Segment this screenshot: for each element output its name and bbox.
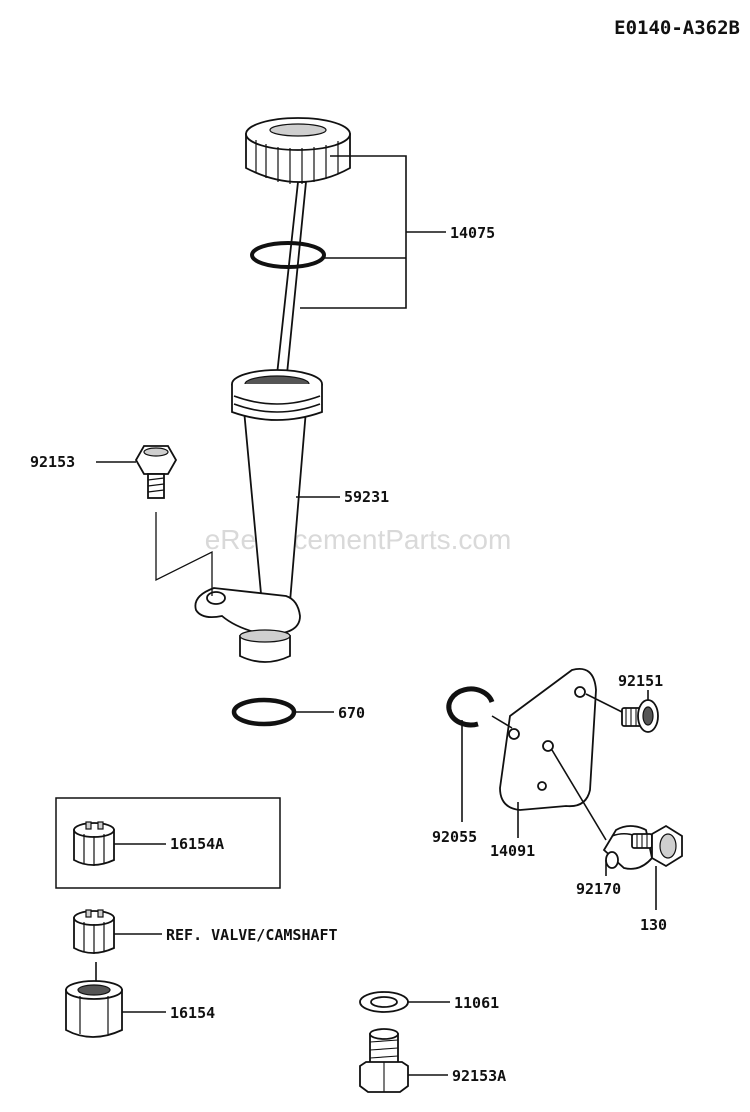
oil-filler-tube-part[interactable] [194, 369, 323, 663]
part-16154[interactable] [65, 980, 123, 1038]
bolt-130-part[interactable] [631, 824, 683, 868]
label-16154A: 16154A [170, 835, 224, 853]
label-11061: 11061 [454, 994, 499, 1012]
label-16154: 16154 [170, 1004, 215, 1022]
label-92151: 92151 [618, 672, 663, 690]
label-92170: 92170 [576, 880, 621, 898]
screw-92151-part[interactable] [621, 699, 659, 733]
label-92153: 92153 [30, 453, 75, 471]
label-14075: 14075 [450, 224, 495, 242]
label-670: 670 [338, 704, 365, 722]
washer-11061-part[interactable] [359, 991, 409, 1013]
bolt-92153-part[interactable] [134, 445, 178, 499]
camshaft-part-16154A[interactable] [73, 821, 115, 866]
o-ring-670-part[interactable] [231, 697, 297, 727]
label-59231: 59231 [344, 488, 389, 506]
label-14091: 14091 [490, 842, 535, 860]
label-92055: 92055 [432, 828, 477, 846]
bracket-14091-part[interactable] [499, 668, 597, 811]
watermark: eReplacementParts.com [205, 524, 512, 555]
diagram-id: E0140-A362B [614, 17, 740, 39]
label-ref-valve-camshaft: REF. VALVE/CAMSHAFT [166, 926, 338, 944]
ref-valve-camshaft-part[interactable] [73, 909, 115, 954]
boxed-group-16154A [55, 797, 281, 889]
dipstick-o-ring[interactable] [250, 241, 326, 269]
label-130: 130 [640, 916, 667, 934]
clip-92055-part[interactable] [446, 686, 495, 728]
plug-bolt-92153A-part[interactable] [359, 1028, 409, 1093]
label-92153A: 92153A [452, 1067, 506, 1085]
dipstick-cap-part[interactable] [245, 117, 351, 385]
